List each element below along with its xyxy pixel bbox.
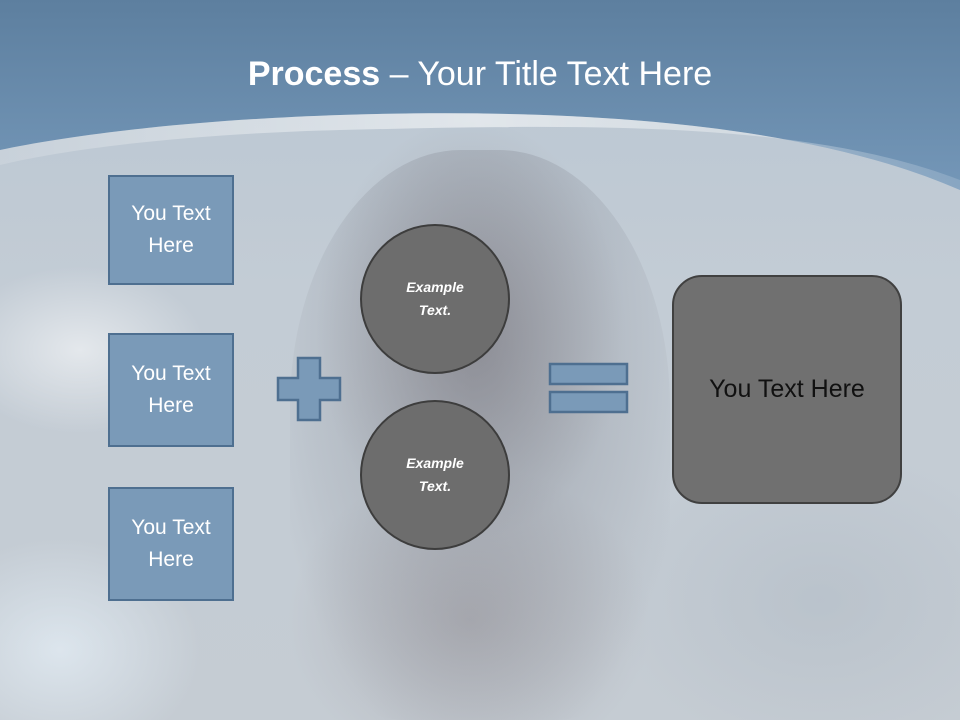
- title-bold: Process: [247, 55, 381, 93]
- header-shape: [0, 0, 960, 190]
- equals-icon: [548, 362, 629, 414]
- header-band: Process – Your Title Text Here: [0, 0, 960, 190]
- text-box-1[interactable]: You Text Here: [108, 175, 234, 285]
- text-box-3[interactable]: You Text Here: [108, 487, 234, 601]
- text-box-label: You Text Here: [131, 202, 211, 257]
- result-box-label: You Text Here: [709, 375, 865, 403]
- title-rest: – Your Title Text Here: [380, 55, 713, 93]
- page-title: Process – Your Title Text Here: [0, 52, 960, 96]
- circle-label: Example Text.: [406, 279, 464, 318]
- text-box-label: You Text Here: [131, 362, 211, 417]
- text-box-label: You Text Here: [131, 516, 211, 571]
- example-circle-1[interactable]: Example Text.: [360, 224, 510, 374]
- text-box-2[interactable]: You Text Here: [108, 333, 234, 447]
- example-circle-2[interactable]: Example Text.: [360, 400, 510, 550]
- result-box[interactable]: You Text Here: [672, 275, 902, 504]
- plus-icon: [276, 356, 342, 422]
- circle-label: Example Text.: [406, 455, 464, 494]
